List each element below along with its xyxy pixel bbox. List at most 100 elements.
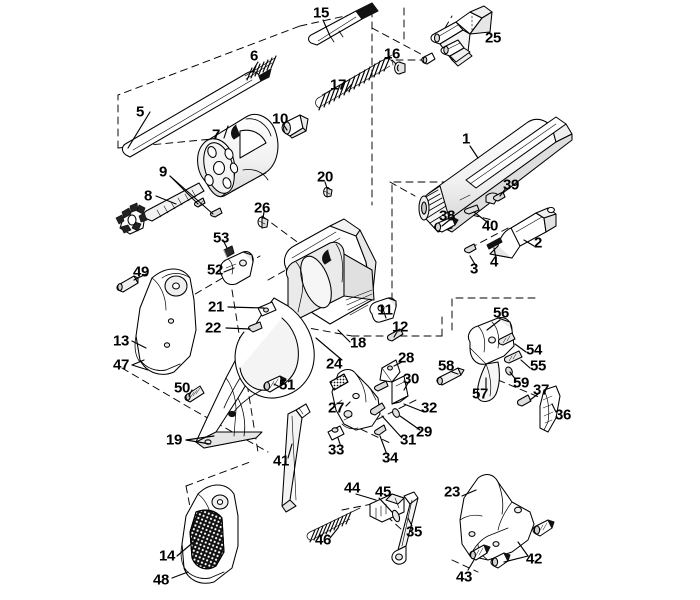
- part-42b-plate-screw-mid: [490, 552, 511, 569]
- part-4-pin-flat: [486, 237, 503, 250]
- part-40-barrel-lug-pin: [463, 204, 480, 215]
- part-26-screw-cylinder-latch: [257, 216, 269, 229]
- part-36-leaf-spring: [539, 385, 561, 433]
- part-31-pin-long: [369, 402, 386, 416]
- part-54-trigger-pin-upper: [497, 332, 516, 346]
- callout-grip-panel-left: 13: [112, 332, 130, 350]
- part-55-trigger-pin-lower: [503, 350, 523, 364]
- callout-front-sight-assembly: 25: [484, 29, 502, 47]
- callout-grip-panel-right: 14: [158, 547, 176, 565]
- callout-latch-pin: 45: [374, 483, 392, 501]
- callout-detent-plunger: 38: [438, 207, 456, 225]
- callout-trigger-screw: 58: [437, 357, 455, 375]
- part-13-grip-panel-left: [134, 268, 197, 375]
- callout-trigger-spring-pin: 56: [492, 304, 510, 322]
- callout-trigger-pin-upper: 54: [525, 341, 543, 359]
- part-35-trigger-bar: [391, 491, 419, 565]
- callout-grip-screw-pin: 49: [132, 263, 150, 281]
- callout-latch-body: 44: [343, 479, 361, 497]
- part-16-washer: [394, 61, 406, 75]
- callout-pin-flat: 4: [489, 253, 499, 271]
- part-57-trigger: [467, 317, 515, 403]
- callout-pin-thin: 34: [381, 449, 399, 467]
- callout-firing-pin-bushing: 33: [327, 441, 345, 459]
- callout-extractor-star: 8: [143, 187, 153, 205]
- part-32-hammer-strut: [373, 380, 389, 392]
- part-33-firing-pin-bushing: [327, 425, 345, 441]
- callout-hammer-strut: 32: [420, 399, 438, 417]
- callout-spring-short: 6: [249, 47, 259, 65]
- callout-washer: 16: [383, 45, 401, 63]
- callout-grip-screw: 50: [173, 379, 191, 397]
- callout-hammer: 27: [327, 399, 345, 417]
- part-21-frame-lug: [257, 301, 277, 317]
- callout-ejector-rod-long: 41: [272, 452, 290, 470]
- callout-grip-liner-right: 48: [152, 571, 170, 589]
- part-2-ejector-rod-housing: [489, 206, 557, 259]
- part-frame-receiver: [195, 218, 377, 449]
- callout-ejector-rod: 5: [135, 103, 145, 121]
- callout-latch-spring: 46: [314, 531, 332, 549]
- part-41-ejector-rod-long: [281, 403, 311, 513]
- part-7-cylinder: [197, 113, 279, 198]
- part-50-grip-screw: [184, 385, 205, 403]
- callout-barrel: 1: [461, 130, 471, 148]
- callout-cylinder: 7: [211, 126, 221, 144]
- callout-pin-long: 31: [399, 431, 417, 449]
- part-8-extractor-star: [115, 182, 205, 235]
- callout-screw-cylinder-latch: 26: [253, 199, 271, 217]
- part-45-latch-pin: [391, 509, 401, 523]
- callout-cylinder-latch: 52: [206, 261, 224, 279]
- callout-cylinder-stop: 11: [377, 301, 393, 319]
- part-52-cylinder-latch: [219, 251, 254, 286]
- callout-trigger-guard: 24: [325, 355, 343, 373]
- leader-lines: [127, 19, 557, 579]
- callout-leaf-spring: 36: [554, 406, 572, 424]
- callout-spring-pin: 37: [532, 381, 550, 399]
- callout-ejector-rod-assembly: 15: [312, 4, 330, 22]
- callout-trigger-bushing: 59: [512, 374, 530, 392]
- callout-pin-small: 3: [469, 260, 479, 278]
- part-37-spring-pin: [516, 394, 532, 407]
- callout-grip-liner-left: 47: [112, 356, 130, 374]
- callout-sear: 30: [402, 370, 420, 388]
- callout-screw-small: 20: [316, 168, 334, 186]
- part-20-screw-small: [323, 186, 333, 198]
- callout-hand-assembly: 18: [349, 334, 367, 352]
- callout-ejector-rod-housing: 2: [533, 234, 543, 252]
- part-42-plate-screw-upper: [532, 519, 555, 537]
- part-39-barrel-pin: [492, 191, 506, 202]
- part-49-grip-screw-pin: [116, 275, 139, 293]
- part-17-main-spring: [315, 54, 394, 111]
- part-6-spring-short: [244, 55, 277, 81]
- part-30-sear: [391, 375, 409, 405]
- part-5-ejector-rod: [121, 68, 272, 158]
- callout-plate-screw-lower: 43: [455, 568, 473, 586]
- callout-hammer-block: 28: [397, 349, 415, 367]
- part-46-latch-spring: [306, 507, 361, 543]
- part-53-latch-detent: [223, 245, 235, 258]
- callout-frame-pin: 22: [204, 319, 222, 337]
- part-3-pin-small: [463, 243, 477, 254]
- callout-extractor-pins: 9: [158, 163, 168, 181]
- part-27-hammer: [329, 368, 381, 431]
- callout-latch-detent: 53: [212, 229, 230, 247]
- callout-bushing: 10: [271, 110, 289, 128]
- callout-frame-lug: 21: [207, 298, 225, 316]
- callout-trigger: 57: [471, 385, 489, 403]
- callout-barrel-pin: 39: [502, 176, 520, 194]
- callout-main-spring: 17: [329, 76, 347, 94]
- part-25-front-sight-assembly: [421, 5, 493, 67]
- part-23-side-plate: [459, 473, 535, 561]
- callout-trigger-bar: 35: [405, 523, 423, 541]
- part-58-trigger-screw: [436, 367, 465, 386]
- callout-pin-medium: 29: [415, 423, 433, 441]
- callout-cylinder-stop-pin: 12: [391, 318, 409, 336]
- part-38-detent-plunger: [434, 216, 459, 233]
- callout-plate-screw-upper: 42: [525, 550, 543, 568]
- part-14-grip-panel-right: [180, 484, 239, 584]
- callout-barrel-lug-pin: 40: [481, 217, 499, 235]
- callout-side-plate: 23: [443, 483, 461, 501]
